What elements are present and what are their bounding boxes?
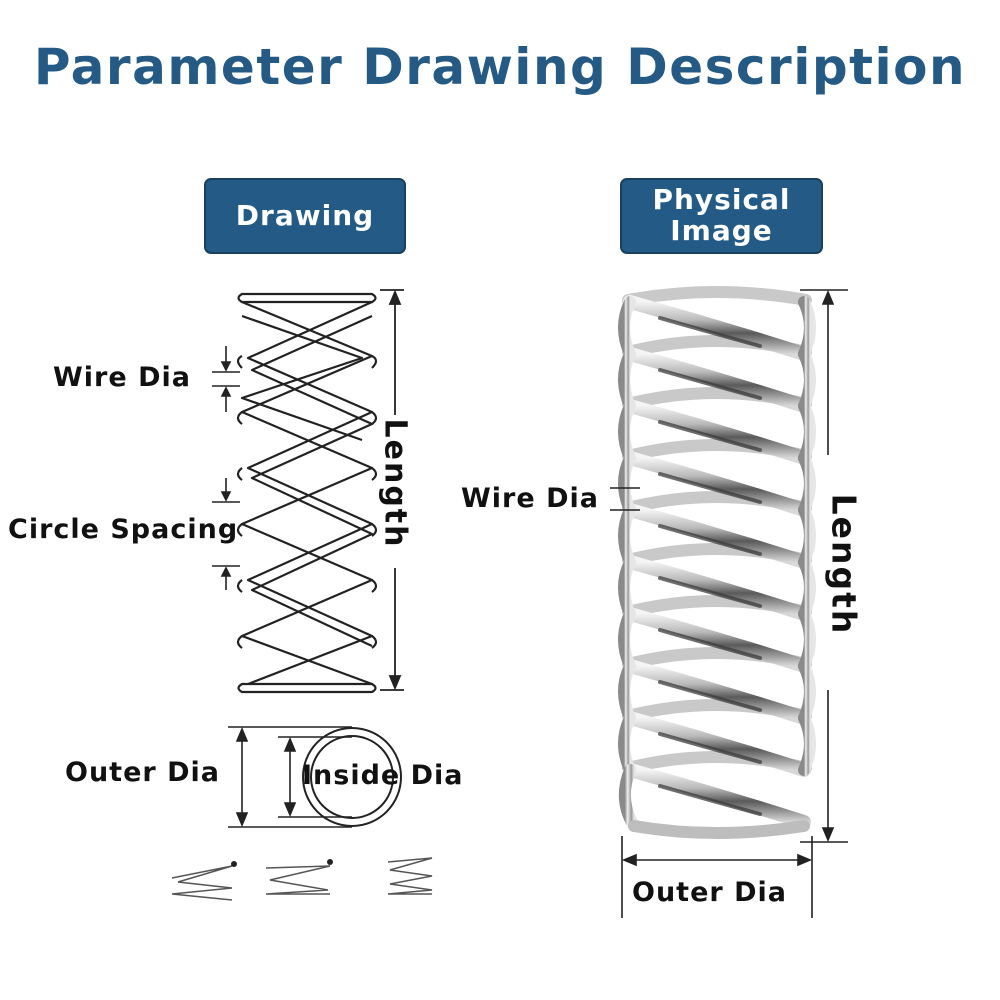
physical-spring-image: [618, 286, 816, 839]
drawing-circle-spacing-label: Circle Spacing: [8, 514, 239, 545]
physical-tab-label-line1: Physical: [652, 183, 791, 217]
photo-wire-dia-marker: [610, 487, 640, 511]
drawing-tab: Drawing: [204, 178, 406, 254]
inside-dia-dimension: [278, 736, 352, 818]
drawing-inside-dia-label: Inside Dia: [302, 760, 464, 791]
outer-dia-dimension: [228, 726, 352, 828]
photo-outer-dia-dimension: [621, 836, 813, 918]
drawing-wire-dia-label: Wire Dia: [53, 362, 191, 393]
drawing-circle-spacing-marker: [212, 478, 240, 590]
drawing-tab-label: Drawing: [235, 198, 375, 232]
drawing-length-dimension: [380, 289, 404, 691]
closed-end-spring-icon: [265, 859, 333, 895]
drawing-wire-dia-marker: [212, 346, 240, 412]
ground-end-spring-icon: [387, 857, 433, 895]
spring-end-type-icons: [171, 857, 433, 901]
photo-outer-dia-label: Outer Dia: [632, 877, 787, 908]
photo-wire-dia-label: Wire Dia: [461, 483, 599, 514]
physical-tab-label-line2: Image: [670, 214, 773, 247]
drawing-length-label: Length: [377, 418, 413, 549]
photo-length-label: Length: [824, 493, 864, 636]
drawing-outer-dia-label: Outer Dia: [65, 757, 220, 788]
physical-image-tab: Physical Image: [620, 178, 823, 254]
page-title: Parameter Drawing Description: [33, 38, 967, 96]
open-end-spring-icon: [171, 861, 237, 901]
drawing-spring: [236, 292, 378, 694]
ring-cross-section: [302, 727, 402, 827]
photo-length-dimension: [800, 289, 848, 843]
